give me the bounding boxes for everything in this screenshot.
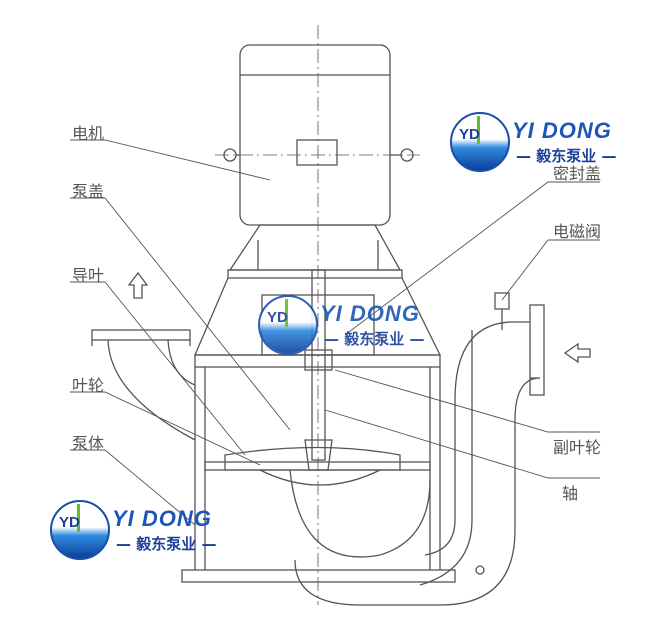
label-shaft: 轴 (562, 484, 579, 503)
logo-subtitle: — 毅东泵业 — (116, 535, 217, 553)
logo-emblem (450, 112, 510, 172)
logo-emblem (258, 295, 318, 355)
label-guide-vane: 导叶 (72, 266, 105, 285)
brand-logo-watermark: YD YI DONG — 毅东泵业 — (258, 295, 433, 355)
logo-initials: YD (459, 126, 480, 143)
logo-subtitle: — 毅东泵业 — (516, 147, 617, 165)
label-solenoid-valve: 电磁阀 (553, 222, 602, 241)
logo-initials: YD (59, 514, 80, 531)
logo-name: YI DONG (112, 506, 212, 531)
logo-subtitle: — 毅东泵业 — (324, 330, 425, 348)
brand-logo-bottom: YD YI DONG — 毅东泵业 — (50, 500, 225, 560)
logo-name: YI DONG (512, 118, 612, 143)
label-pump-cover: 泵盖 (72, 182, 105, 201)
flow-left-arrow-icon (563, 342, 591, 364)
label-motor: 电机 (72, 124, 105, 143)
label-auxiliary-impeller: 副叶轮 (553, 438, 602, 457)
pump-cover (194, 269, 442, 368)
shaft (304, 269, 333, 471)
outlet-pipe (91, 329, 196, 441)
pump-body (181, 367, 456, 583)
motor (223, 44, 414, 271)
leader-lines (70, 139, 600, 526)
label-impeller: 叶轮 (72, 376, 105, 395)
logo-initials: YD (267, 309, 288, 326)
label-pump-body: 泵体 (72, 434, 105, 453)
logo-emblem (50, 500, 110, 560)
label-seal-cover: 密封盖 (553, 164, 602, 183)
logo-name: YI DONG (320, 301, 420, 326)
flow-up-arrow-icon (127, 271, 149, 299)
brand-logo: YD YI DONG — 毅东泵业 — (450, 112, 625, 172)
inlet-pipe (294, 292, 545, 606)
